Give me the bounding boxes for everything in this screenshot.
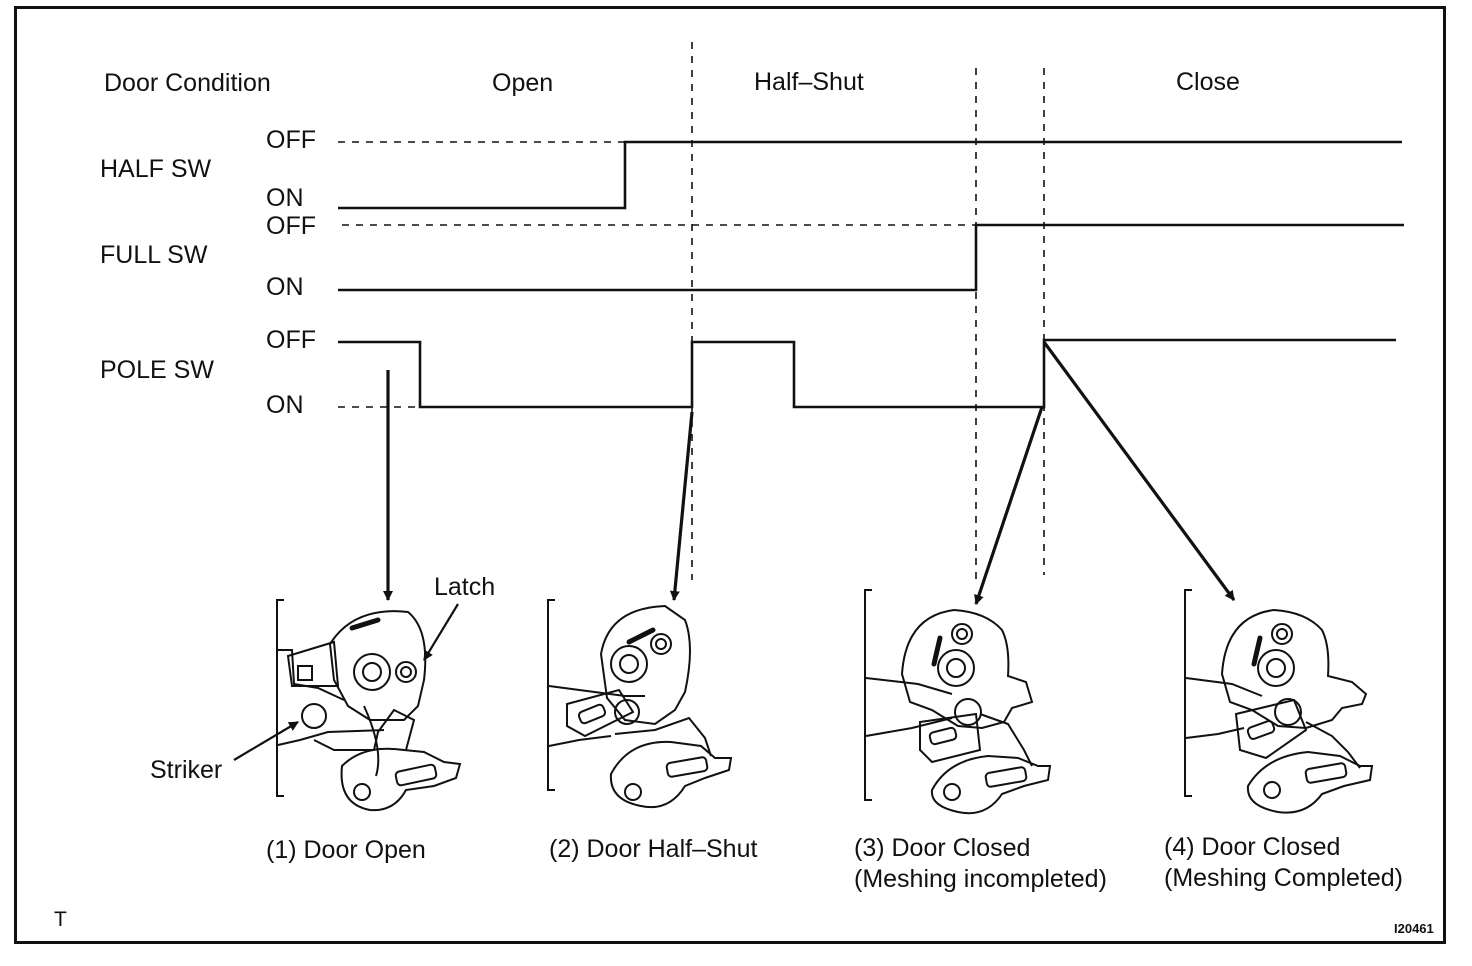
latch-figure-closed-incomplete <box>864 589 1052 815</box>
caption-line: (Meshing Completed) <box>1164 864 1403 892</box>
caption-line: (1) Door Open <box>266 836 426 864</box>
caption-line: (Meshing incompleted) <box>854 865 1107 893</box>
arrow-to-fig3 <box>974 406 1044 605</box>
phase-close-label: Close <box>1176 68 1240 96</box>
caption-door-open: (1) Door Open <box>266 835 426 866</box>
door-condition-label: Door Condition <box>104 69 271 97</box>
half-sw-waveform <box>338 140 1402 210</box>
pole-sw-off-label: OFF <box>266 326 316 354</box>
pole-sw-on-label: ON <box>266 391 304 419</box>
latch-figure-door-half-shut <box>547 599 733 808</box>
caption-line: (4) Door Closed <box>1164 833 1341 861</box>
full-sw-waveform <box>338 223 1404 292</box>
half-sw-label: HALF SW <box>100 155 212 183</box>
figure-id: I20461 <box>1394 921 1434 936</box>
half-sw-on-label: ON <box>266 184 304 212</box>
dashed-leaders <box>338 141 976 408</box>
latch-figure-door-open <box>276 599 462 812</box>
phase-dividers <box>691 42 1045 580</box>
latch-figure-closed-complete <box>1184 589 1374 814</box>
striker-label: Striker <box>150 756 223 784</box>
latch-label: Latch <box>434 573 496 601</box>
phase-open-label: Open <box>492 69 554 97</box>
caption-door-closed-incomplete: (3) Door Closed (Meshing incompleted) <box>854 833 1107 895</box>
full-sw-on-label: ON <box>266 273 304 301</box>
caption-door-closed-complete: (4) Door Closed (Meshing Completed) <box>1164 832 1403 894</box>
pole-sw-label: POLE SW <box>100 356 214 384</box>
latch-leader-arrow <box>423 603 459 661</box>
caption-line: (3) Door Closed <box>854 834 1031 862</box>
diagram-frame <box>14 6 1446 944</box>
full-sw-off-label: OFF <box>266 212 316 240</box>
phase-half-shut-label: Half–Shut <box>754 68 864 96</box>
arrow-to-fig4 <box>1042 341 1236 601</box>
arrow-to-fig2 <box>669 411 694 601</box>
caption-door-half-shut: (2) Door Half–Shut <box>549 834 757 865</box>
pole-sw-waveform <box>338 338 1396 409</box>
half-sw-off-label: OFF <box>266 126 316 154</box>
striker-leader-arrow <box>233 721 299 761</box>
corner-mark: T <box>54 908 67 931</box>
caption-line: (2) Door Half–Shut <box>549 835 758 863</box>
full-sw-label: FULL SW <box>100 241 208 269</box>
